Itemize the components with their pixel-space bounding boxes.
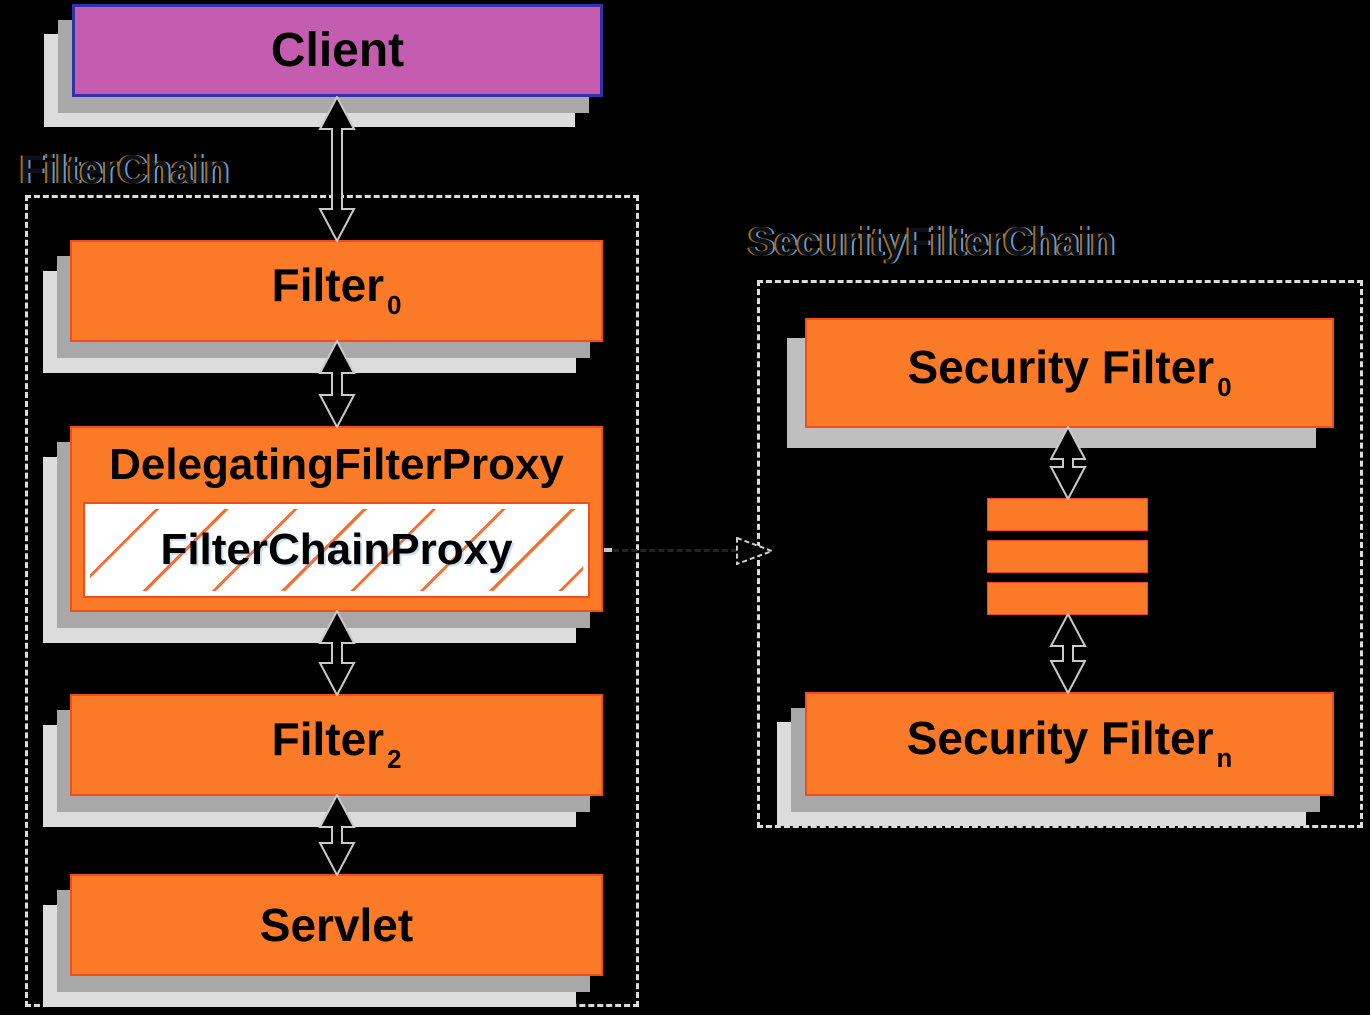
delegating-filter-proxy-box: DelegatingFilterProxy FilterChainProxy <box>70 426 603 612</box>
security-filter0-bars-double-arrow-icon <box>1049 426 1087 500</box>
securityfilterchain-title: SecurityFilterChain <box>748 220 1115 264</box>
delegation-dashed-line <box>604 549 737 552</box>
filter2-subscript: 2 <box>387 746 402 775</box>
filter0-name: Filter <box>271 259 385 312</box>
bars-security-filtern-double-arrow-icon <box>1049 613 1087 694</box>
filter2-servlet-double-arrow-icon <box>318 794 356 876</box>
filter-chain-proxy-hatch: FilterChainProxy <box>90 509 583 591</box>
security-filter0-subscript: 0 <box>1217 374 1232 403</box>
ellipsis-bar <box>987 582 1148 615</box>
filter-bars <box>987 498 1148 615</box>
security-filtern-name: Security Filter <box>906 712 1214 765</box>
delegation-line-tick <box>604 548 612 552</box>
dfp-filter2-double-arrow-icon <box>318 610 356 696</box>
delegating-filter-proxy-title: DelegatingFilterProxy <box>109 440 564 489</box>
servlet-label: Servlet <box>259 899 414 951</box>
filterchain-title: FilterChain <box>20 148 229 192</box>
client-box: Client <box>72 4 603 97</box>
filter-chain-proxy-label: FilterChainProxy <box>160 525 513 574</box>
filter0-dfp-double-arrow-icon <box>318 340 356 428</box>
security-filter0-name: Security Filter <box>907 341 1215 394</box>
delegation-arrow-right-icon <box>736 537 774 565</box>
filter0-subscript: 0 <box>387 292 402 321</box>
servlet-box: Servlet <box>70 874 603 976</box>
client-filter0-double-arrow-icon <box>318 96 356 242</box>
ellipsis-bar <box>987 498 1148 531</box>
client-label: Client <box>270 23 405 77</box>
ellipsis-bar <box>987 540 1148 573</box>
filter-chain-proxy-box: FilterChainProxy <box>83 502 590 598</box>
security-filtern-subscript: n <box>1216 745 1233 774</box>
filter2-name: Filter <box>271 713 385 766</box>
